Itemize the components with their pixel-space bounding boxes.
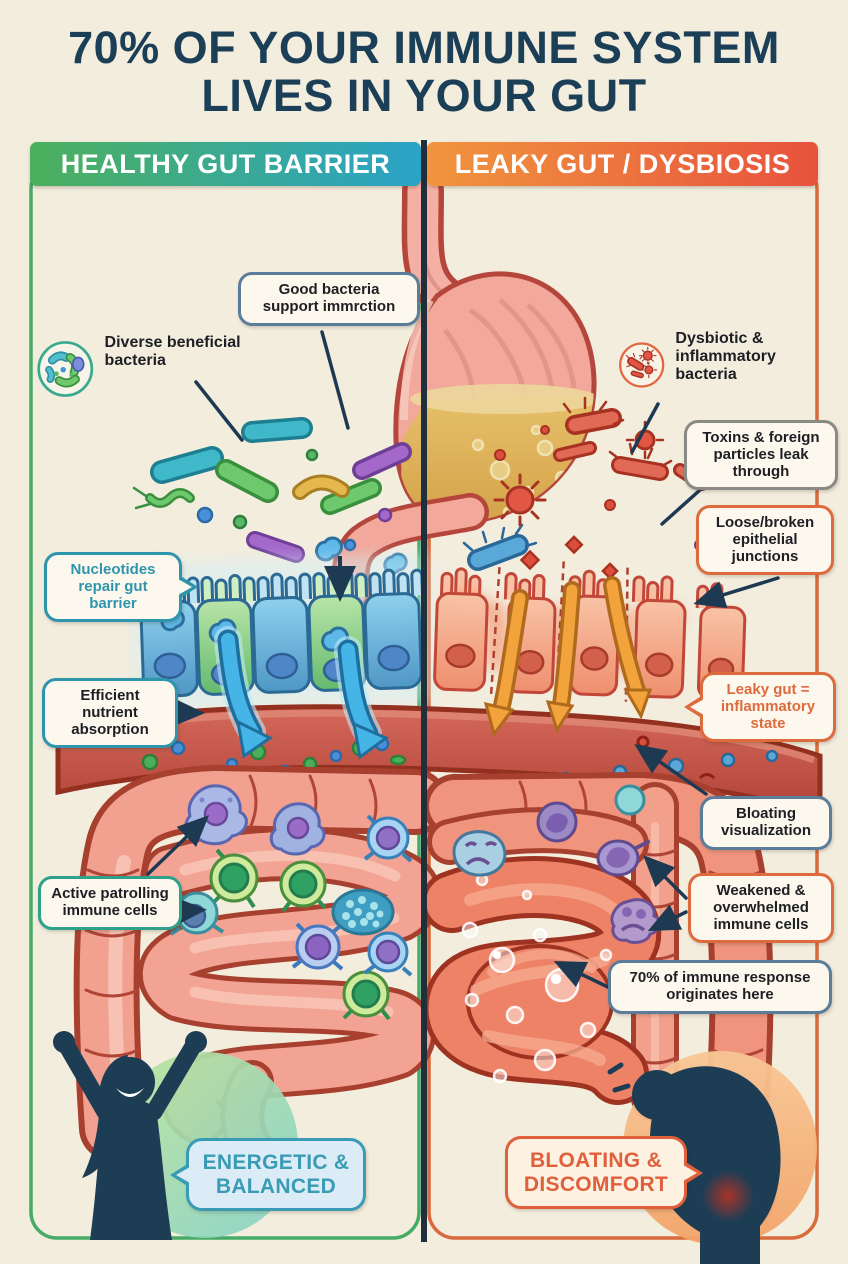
title-line-1: 70% OF YOUR IMMUNE SYSTEM xyxy=(68,22,780,73)
woman-silhouette xyxy=(53,1031,207,1240)
intestines-inflamed xyxy=(421,772,774,1160)
harmful-bacteria-icon xyxy=(619,342,665,388)
callout-discomfort: BLOATING & DISCOMFORT xyxy=(505,1136,703,1210)
callout-bloating-vis: Bloating visualization xyxy=(700,796,832,850)
connector-lines xyxy=(146,330,780,990)
callout-good-bacteria: Good bacteria support immrction xyxy=(238,272,420,326)
title-line-2: LIVES IN YOUR GUT xyxy=(201,70,647,122)
callout-leaky-state: Leaky gut = inflammatory state xyxy=(684,672,836,743)
header-healthy-label: HEALTHY GUT BARRIER xyxy=(60,148,391,179)
callout-toxins: Toxins & foreign particles leak through xyxy=(684,420,838,491)
diverse-bacteria-label: Diverse beneficial bacteria xyxy=(104,334,241,369)
divider-line xyxy=(421,140,427,1242)
breath-marks xyxy=(607,1062,631,1093)
callout-dysbiotic-bacteria: Dysbiotic & inflammatory bacteria xyxy=(618,322,818,408)
callout-active-immune: Active patrolling immune cells xyxy=(38,876,182,930)
callout-diverse-bacteria: Diverse beneficial bacteria xyxy=(36,326,242,412)
inflamed-nuclei xyxy=(445,643,735,681)
callout-immune-origin: 70% of immune response originates here xyxy=(608,960,832,1014)
leaky-epithelium xyxy=(433,561,747,702)
header-leaky-label: LEAKY GUT / DYSBIOSIS xyxy=(454,148,791,179)
dysbiotic-bacteria-label: Dysbiotic & inflammatory bacteria xyxy=(675,330,776,383)
bad-bacteria-field xyxy=(462,396,709,580)
absorption-arrows xyxy=(214,626,389,760)
beneficial-bacteria-icon xyxy=(37,341,94,397)
leak-arrows xyxy=(483,576,653,738)
bloated-loops xyxy=(421,856,662,1105)
callout-weakened: Weakened & overwhelmed immune cells xyxy=(688,873,834,944)
page-title: 70% OF YOUR IMMUNE SYSTEM LIVES IN YOUR … xyxy=(0,22,848,122)
callout-energetic: ENERGETIC & BALANCED xyxy=(170,1138,366,1212)
callout-nutrient-absorption: Efficient nutrient absorption xyxy=(42,678,178,749)
microbiome-colony xyxy=(331,888,395,936)
callout-junctions: Loose/broken epithelial junctions xyxy=(696,505,834,576)
stomach-rugae xyxy=(443,298,577,399)
header-leaky-gut: LEAKY GUT / DYSBIOSIS xyxy=(427,142,818,186)
toxin-particles xyxy=(519,535,619,580)
smile xyxy=(116,1088,144,1097)
header-healthy-gut: HEALTHY GUT BARRIER xyxy=(30,142,421,186)
callout-nucleotides: Nucleotides repair gut barrier xyxy=(44,552,198,623)
